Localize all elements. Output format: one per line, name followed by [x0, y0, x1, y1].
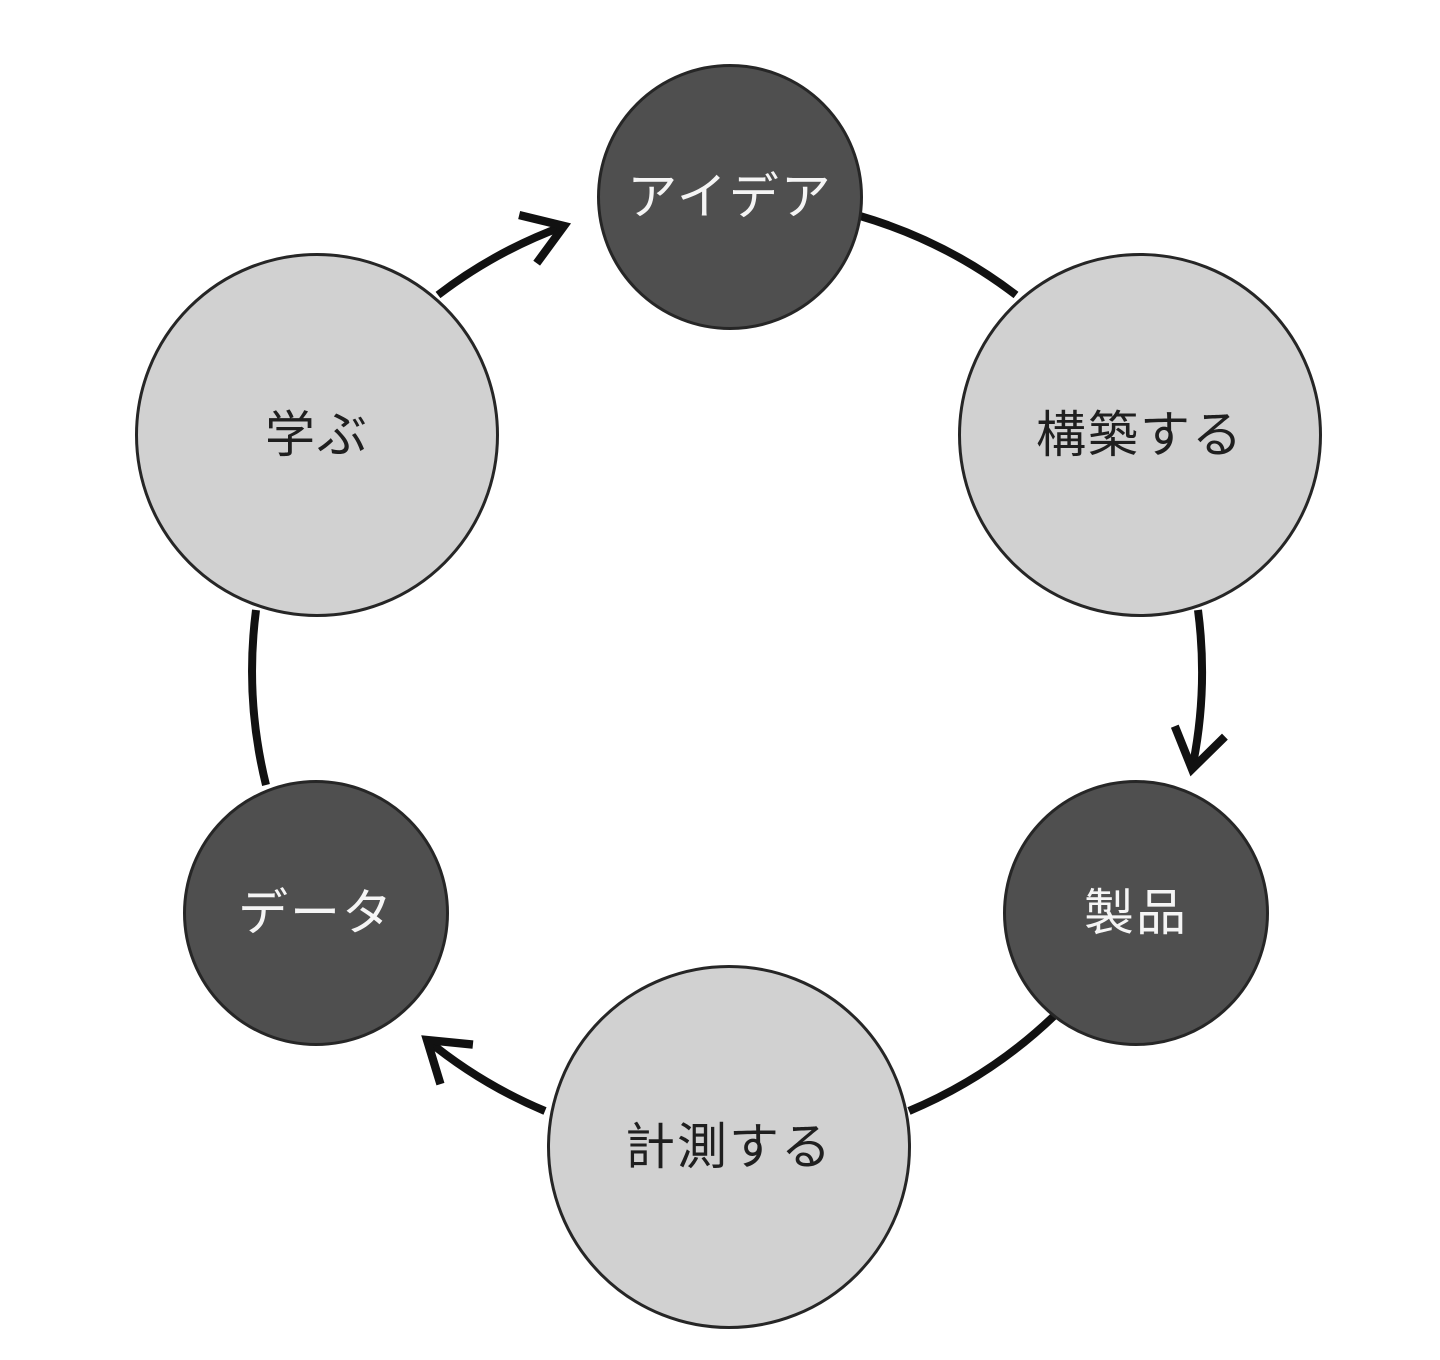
connector-product-to-measure — [907, 1012, 1058, 1115]
node-product: 製品 — [1003, 780, 1269, 1046]
node-data: データ — [183, 780, 449, 1046]
arrow-learn-to-ideas — [435, 211, 572, 299]
node-measure: 計測する — [547, 965, 911, 1329]
node-build-label: 構築する — [1036, 407, 1244, 463]
node-ideas-label: アイデア — [627, 169, 833, 225]
node-product-label: 製品 — [1084, 885, 1188, 941]
node-ideas: アイデア — [597, 64, 863, 330]
node-measure-label: 計測する — [625, 1119, 833, 1175]
node-data-label: データ — [238, 885, 394, 941]
arrow-build-to-product — [1170, 609, 1228, 777]
arrow-measure-to-data — [421, 1035, 547, 1115]
node-build: 構築する — [958, 253, 1322, 617]
connector-ideas-to-build — [858, 212, 1019, 299]
connector-data-to-learn — [248, 609, 270, 786]
node-learn-label: 学ぶ — [265, 407, 369, 463]
node-learn: 学ぶ — [135, 253, 499, 617]
